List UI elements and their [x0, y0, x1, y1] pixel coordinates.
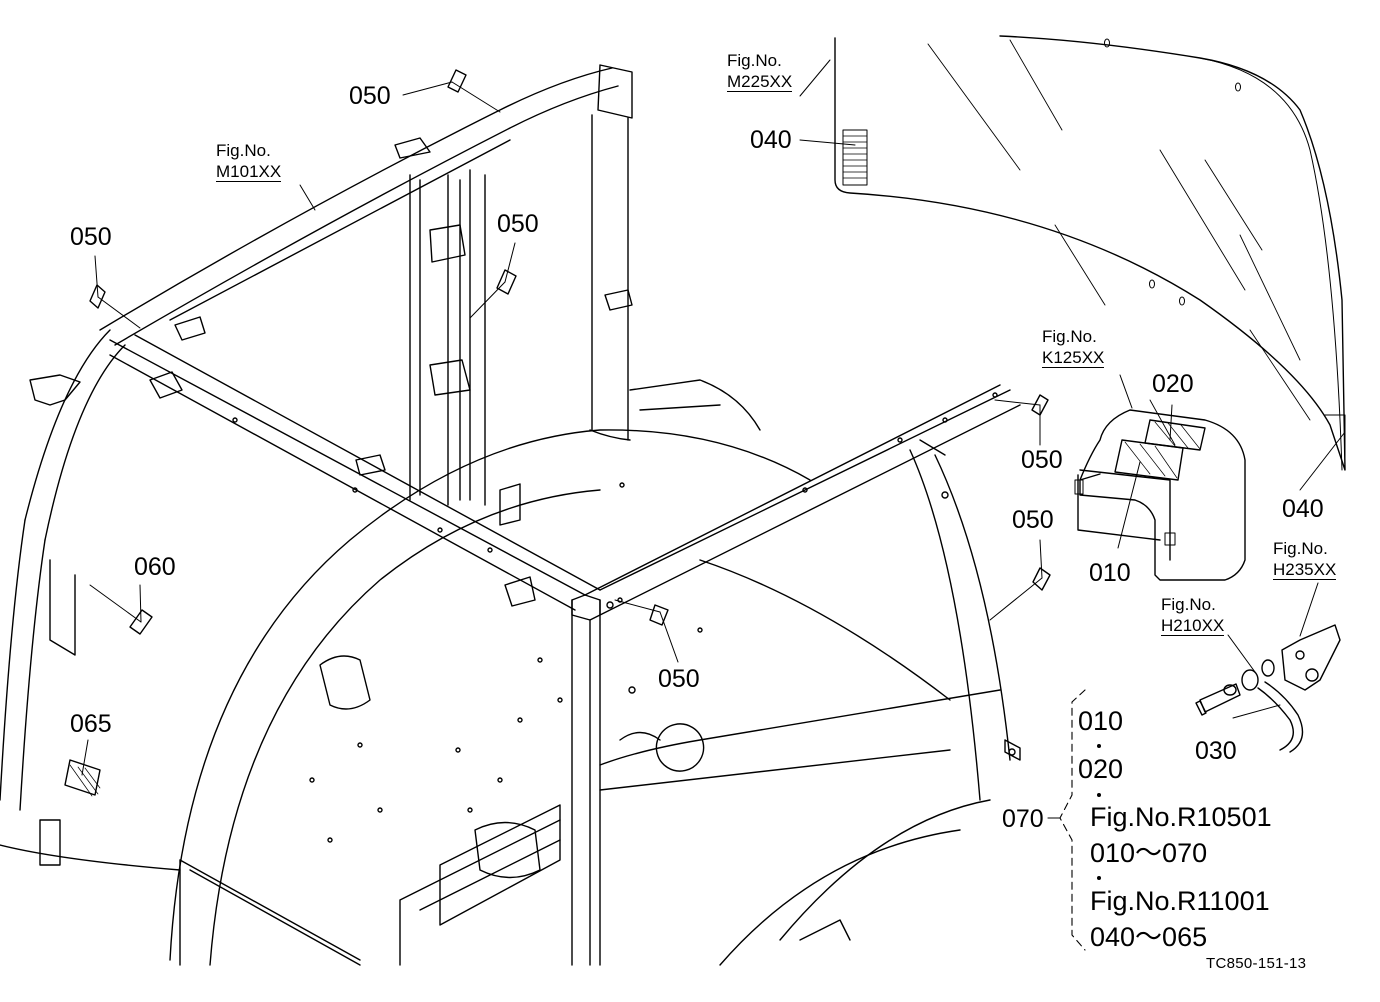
figure-ref-code: H210XX [1161, 616, 1225, 636]
part-label-065: 065 [70, 710, 112, 738]
part-label-050: 050 [349, 82, 391, 110]
part-label-070: 070 [1002, 805, 1044, 833]
legend-item-020: 020 [1078, 754, 1124, 784]
figure-ref-code: M101XX [216, 162, 282, 182]
part-label-050: 050 [658, 665, 700, 693]
part-label-040: 040 [750, 126, 792, 154]
part-label-050: 050 [497, 210, 539, 238]
hose-fitting-assembly [1195, 624, 1341, 753]
figure-ref-h210[interactable]: Fig.No. H210XX [1161, 595, 1225, 636]
part-label-060: 060 [134, 553, 176, 581]
rear-lamp-assembly [1074, 409, 1246, 581]
figure-ref-m225[interactable]: Fig.No. M225XX [727, 51, 793, 92]
decal-markers [64, 69, 1051, 797]
figure-ref-m101[interactable]: Fig.No. M101XX [216, 141, 282, 182]
figure-ref-label: Fig.No. [1042, 327, 1097, 346]
cabin-frame [0, 64, 1101, 966]
figure-ref-label: Fig.No. [727, 51, 782, 70]
legend-range-2: 040～065 [1090, 922, 1208, 952]
grouping-bracket [1047, 689, 1086, 951]
figure-ref-label: Fig.No. [1161, 595, 1216, 614]
figure-ref-code: H235XX [1273, 560, 1337, 580]
figure-ref-label: Fig.No. [1273, 539, 1328, 558]
part-label-040: 040 [1282, 495, 1324, 523]
legend-dot [1097, 876, 1101, 880]
drawing-code: TC850-151-13 [1206, 955, 1307, 972]
figure-ref-code: K125XX [1042, 348, 1105, 368]
figure-ref-h235[interactable]: Fig.No. H235XX [1273, 539, 1337, 580]
figure-ref-label: Fig.No. [216, 141, 271, 160]
legend-dot [1097, 744, 1101, 748]
legend-ref-r11001[interactable]: Fig.No.R11001 [1090, 886, 1270, 916]
legend-ref-r10501[interactable]: Fig.No.R10501 [1090, 802, 1272, 832]
leader-lines [81, 59, 1346, 776]
legend-item-010: 010 [1078, 706, 1124, 736]
part-label-010: 010 [1089, 559, 1131, 587]
rear-window-glass [834, 35, 1346, 471]
part-label-050: 050 [1012, 506, 1054, 534]
figure-ref-k125[interactable]: Fig.No. K125XX [1042, 327, 1105, 368]
part-label-050: 050 [1021, 446, 1063, 474]
legend-dot [1097, 793, 1101, 797]
part-label-030: 030 [1195, 737, 1237, 765]
part-label-020: 020 [1152, 370, 1194, 398]
part-label-050: 050 [70, 223, 112, 251]
legend-range-1: 010～070 [1090, 838, 1208, 868]
figure-ref-code: M225XX [727, 72, 793, 92]
